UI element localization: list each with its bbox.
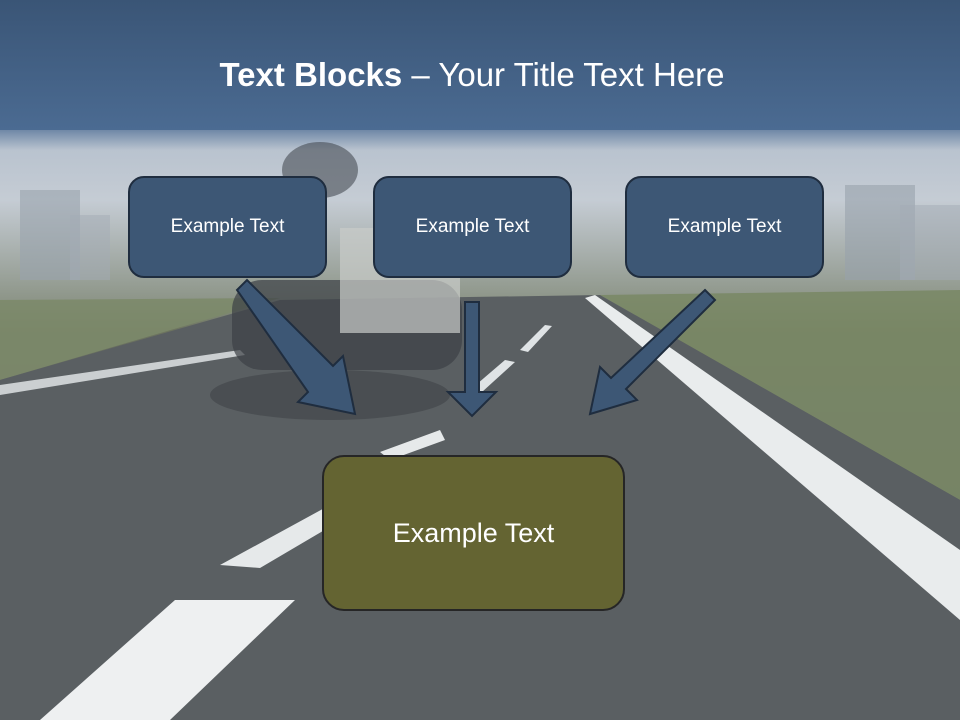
title-rest: Your Title Text Here bbox=[438, 56, 725, 93]
header-band bbox=[0, 0, 960, 130]
slide-title: Text Blocks – Your Title Text Here bbox=[0, 52, 944, 98]
text-block-1[interactable]: Example Text bbox=[128, 176, 327, 278]
title-dash: – bbox=[402, 56, 439, 93]
title-bold: Text Blocks bbox=[219, 56, 403, 93]
text-block-3[interactable]: Example Text bbox=[625, 176, 824, 278]
arrow-center-icon bbox=[445, 301, 499, 418]
target-block[interactable]: Example Text bbox=[322, 455, 625, 611]
text-block-2[interactable]: Example Text bbox=[373, 176, 572, 278]
arrow-left-icon bbox=[235, 278, 357, 416]
arrow-right-icon bbox=[588, 288, 717, 416]
